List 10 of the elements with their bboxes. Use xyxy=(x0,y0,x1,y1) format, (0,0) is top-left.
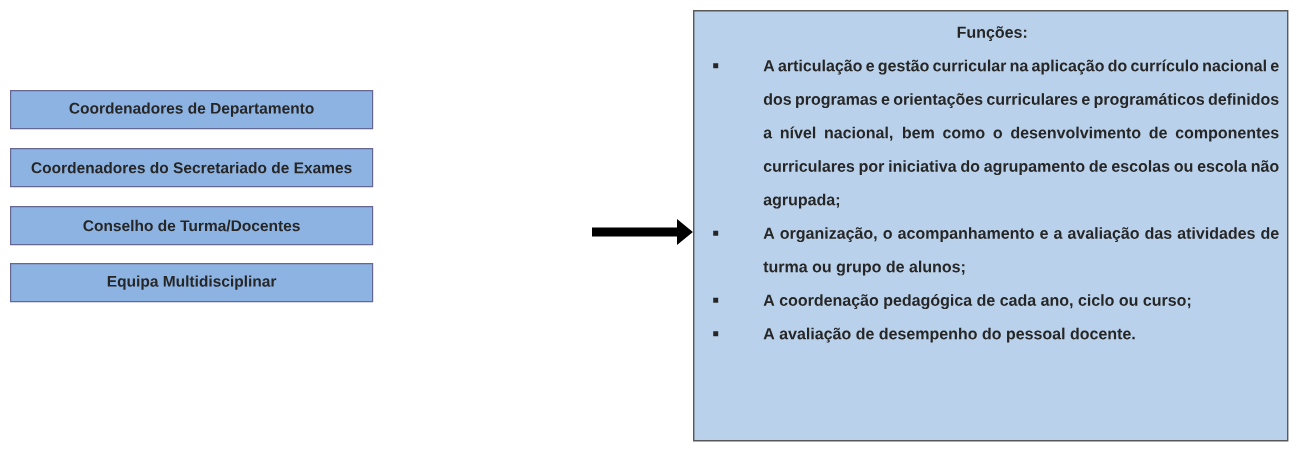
list-item: A coordenação pedagógica de cada ano, ciclo ou curso; xyxy=(763,294,1191,310)
heading: Funções: xyxy=(957,26,1027,42)
list-item: A articulação e gestão curricular na aplicação do currículo nacional e dos programas e orientações curriculares e programáticos definidos a nível nacional, bem como o desenvolvimento de componentes curriculares por iniciativa do agrupamento de escolas ou escola não agrupada; xyxy=(763,59,1279,209)
label-box: Equipa Multidisciplinar xyxy=(10,263,374,303)
list-item: A avaliação de desempenho do pessoal docente. xyxy=(763,327,1135,343)
functions-box xyxy=(693,10,1289,442)
list-item: A organização, o acompanhamento e a avaliação das atividades de turma ou grupo de alunos; xyxy=(763,227,1279,276)
label-box: Conselho de Turma/Docentes xyxy=(10,206,374,246)
label-box: Coordenadores do Secretariado de Exames xyxy=(10,148,374,188)
label-box: Coordenadores de Departamento xyxy=(10,90,374,130)
